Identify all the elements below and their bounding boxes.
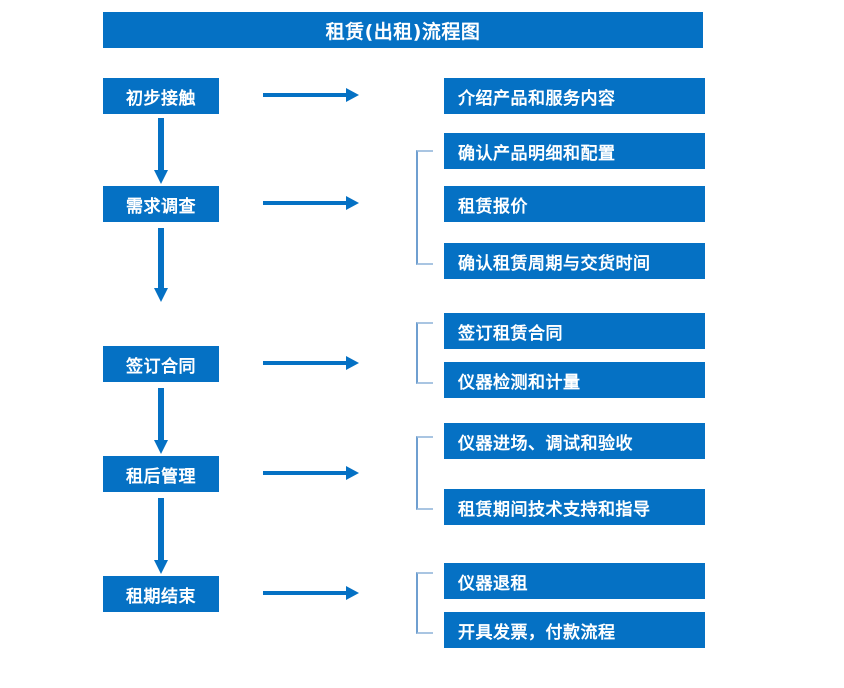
detail-box-3-2[interactable]: 仪器检测和计量 xyxy=(444,362,705,398)
down-arrow-icon xyxy=(154,118,168,184)
group-bracket xyxy=(416,572,433,634)
detail-box-1-1[interactable]: 介绍产品和服务内容 xyxy=(444,78,705,114)
down-arrow-icon xyxy=(154,388,168,454)
detail-box-3-1[interactable]: 签订租赁合同 xyxy=(444,313,705,349)
detail-box-5-1[interactable]: 仪器退租 xyxy=(444,563,705,599)
right-arrow-icon xyxy=(263,88,359,102)
detail-box-4-1[interactable]: 仪器进场、调试和验收 xyxy=(444,423,705,459)
right-arrow-icon xyxy=(263,196,359,210)
stage-box-5[interactable]: 租期结束 xyxy=(103,576,219,612)
detail-box-2-2[interactable]: 租赁报价 xyxy=(444,186,705,222)
right-arrow-icon xyxy=(263,466,359,480)
right-arrow-icon xyxy=(263,586,359,600)
group-bracket xyxy=(416,322,433,384)
group-bracket xyxy=(416,436,433,510)
stage-box-1[interactable]: 初步接触 xyxy=(103,78,219,114)
right-arrow-icon xyxy=(263,356,359,370)
page-title: 租赁(出租)流程图 xyxy=(103,12,703,48)
down-arrow-icon xyxy=(154,228,168,302)
stage-box-4[interactable]: 租后管理 xyxy=(103,456,219,492)
detail-box-2-3[interactable]: 确认租赁周期与交货时间 xyxy=(444,243,705,279)
stage-box-2[interactable]: 需求调查 xyxy=(103,186,219,222)
detail-box-2-1[interactable]: 确认产品明细和配置 xyxy=(444,133,705,169)
detail-box-4-2[interactable]: 租赁期间技术支持和指导 xyxy=(444,489,705,525)
group-bracket xyxy=(416,150,433,265)
detail-box-5-2[interactable]: 开具发票，付款流程 xyxy=(444,612,705,648)
stage-box-3[interactable]: 签订合同 xyxy=(103,346,219,382)
down-arrow-icon xyxy=(154,498,168,574)
